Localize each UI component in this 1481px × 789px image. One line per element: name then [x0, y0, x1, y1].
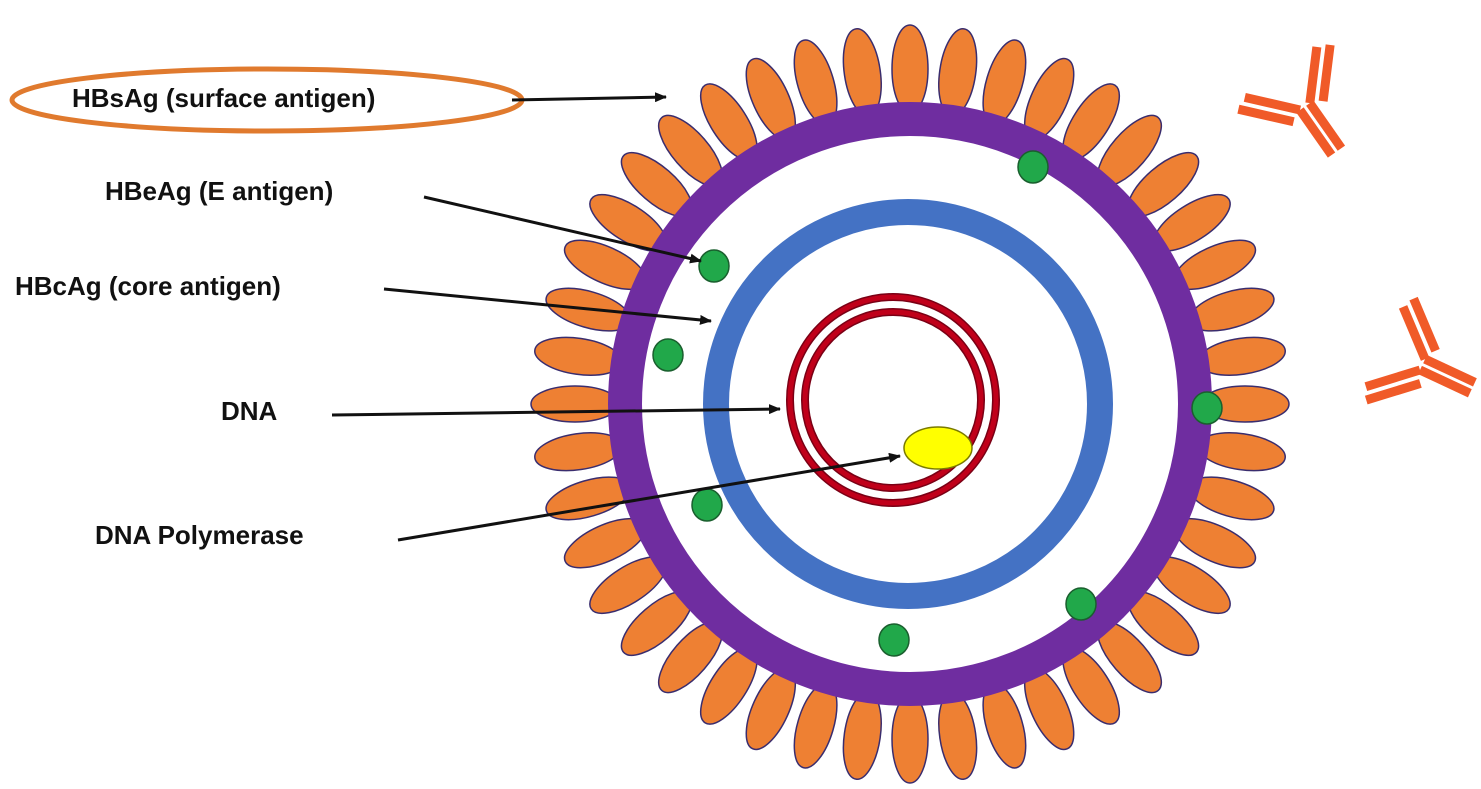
- surface-antigen-spike: [892, 695, 928, 783]
- surface-antigen-spike: [531, 386, 619, 422]
- dna-strands: [790, 297, 996, 503]
- capsid-ring: [716, 212, 1100, 596]
- label-e-antigen: HBeAg (E antigen): [105, 176, 333, 206]
- label-surface-antigen: HBsAg (surface antigen): [72, 83, 375, 113]
- antibody-icon: [1361, 296, 1481, 439]
- surface-antigen-spike: [892, 25, 928, 113]
- label-dna: DNA: [221, 396, 278, 426]
- label-core-antigen: HBcAg (core antigen): [15, 271, 281, 301]
- dna-polymerase: [904, 427, 972, 469]
- label-dna-polymerase: DNA Polymerase: [95, 520, 304, 550]
- arrow-surface-antigen: [512, 97, 666, 100]
- antibody-icon: [1235, 40, 1382, 184]
- surface-antigen-spikes: [531, 25, 1289, 783]
